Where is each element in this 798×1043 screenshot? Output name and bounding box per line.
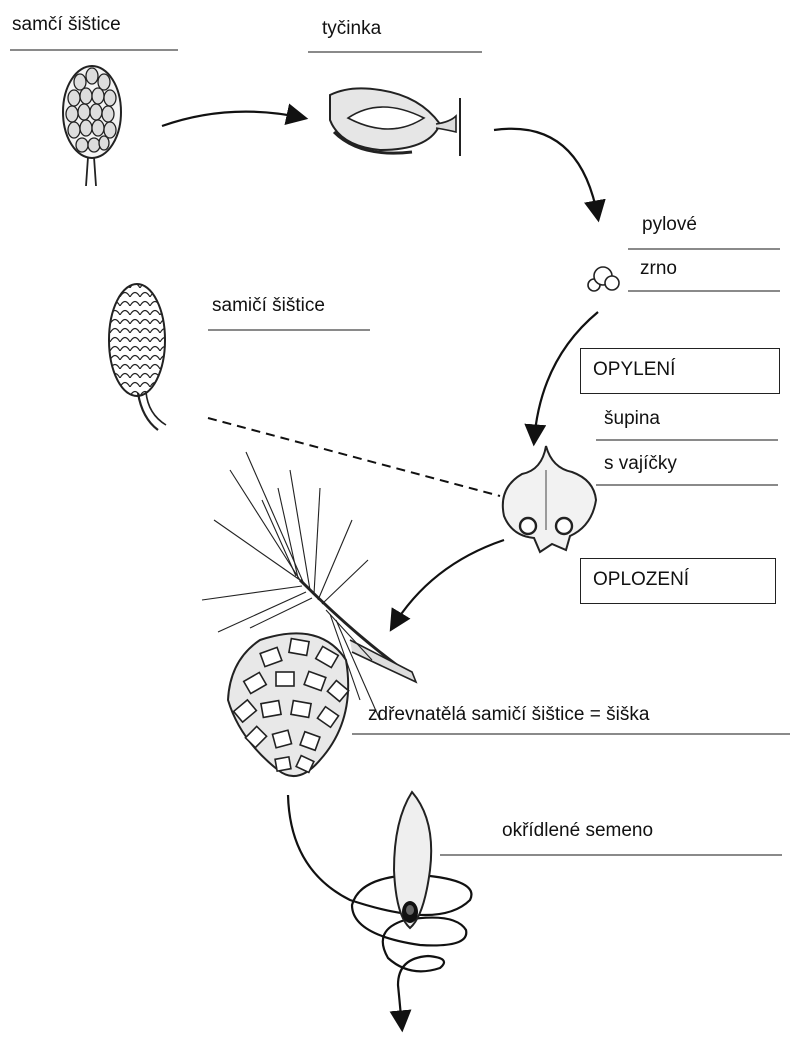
arrow-cone-to-stamen	[162, 112, 304, 126]
dashed-link	[208, 418, 500, 496]
fertilization-box: OPLOZENÍ	[580, 558, 776, 604]
pollen-label-line2: zrno	[640, 258, 677, 280]
arrow-stamen-to-pollen	[494, 129, 598, 218]
seed-spiral-path	[288, 795, 471, 1028]
winged-seed-icon	[394, 792, 431, 928]
pollen-label-line1: pylové	[642, 214, 697, 236]
stamen-icon	[330, 88, 460, 156]
pollen-grain-icon	[588, 267, 619, 291]
arrow-scale-to-cone	[392, 540, 504, 628]
flow-arrows	[162, 112, 598, 1028]
female-cone-icon	[109, 284, 166, 430]
female-cone-label: samičí šištice	[212, 295, 325, 317]
mature-cone-label: zdřevnatělá samičí šištice = šiška	[368, 704, 649, 726]
ovule-scale-icon	[503, 446, 596, 552]
scale-label-line1: šupina	[604, 408, 660, 430]
stamen-label: tyčinka	[322, 18, 381, 40]
male-cone-icon	[63, 66, 121, 186]
winged-seed-label: okřídlené semeno	[502, 820, 653, 842]
mature-cone-icon	[228, 633, 349, 776]
scale-label-line2: s vajíčky	[604, 453, 677, 475]
pollination-box: OPYLENÍ	[580, 348, 780, 394]
male-cone-label: samčí šištice	[12, 14, 121, 36]
